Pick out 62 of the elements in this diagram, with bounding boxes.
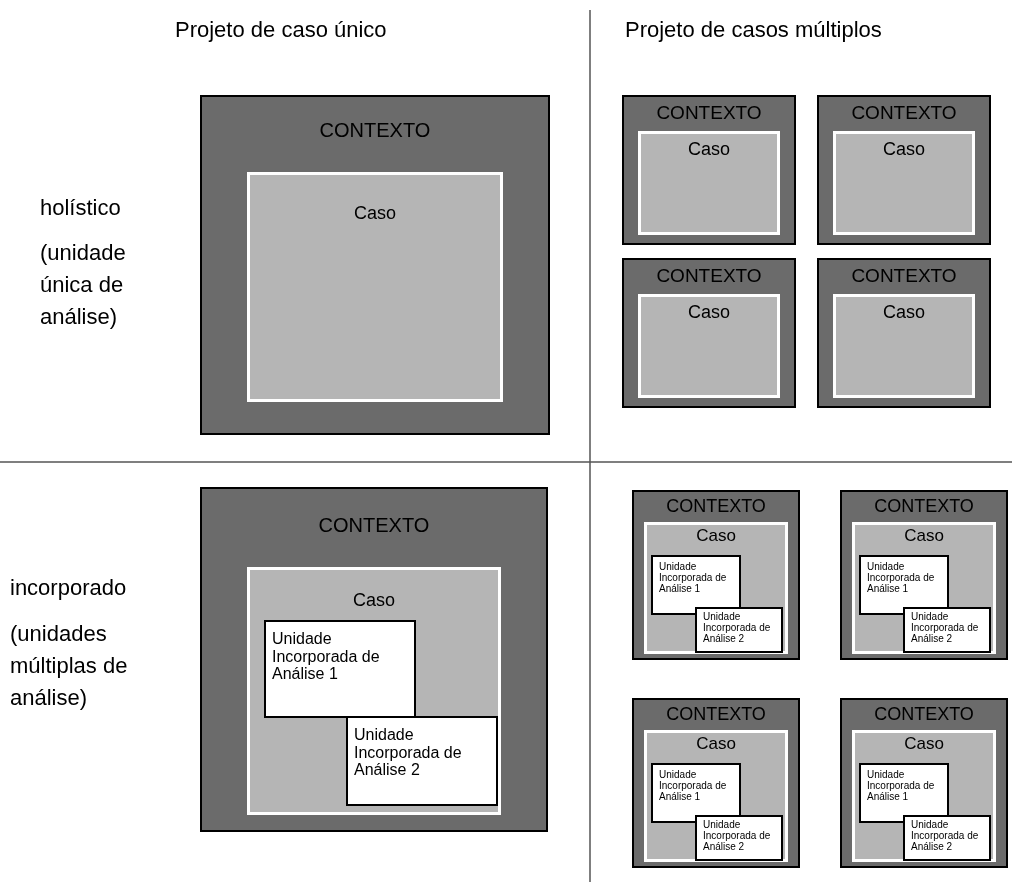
context-panel (622, 258, 796, 408)
row-note: (unidade única de análise) (40, 239, 127, 331)
case-panel (638, 294, 780, 398)
context-panel (200, 487, 548, 832)
case-heading: Caso (903, 734, 945, 754)
unit-box (695, 607, 783, 653)
context-heading: CONTEXTO (665, 496, 767, 517)
context-heading: CONTEXTO (318, 119, 432, 142)
context-panel (200, 95, 550, 435)
unit-box (346, 716, 498, 806)
unit-label: Unidade Incorporada de Análise 1 (867, 769, 936, 802)
case-panel (833, 294, 975, 398)
case-heading: Caso (882, 139, 926, 160)
context-heading: CONTEXTO (317, 514, 431, 537)
case-panel (833, 131, 975, 235)
unit-box (695, 815, 783, 861)
context-heading: CONTEXTO (850, 265, 958, 287)
context-panel (817, 95, 991, 245)
context-panel (840, 698, 1008, 868)
case-heading: Caso (903, 526, 945, 546)
context-panel (840, 490, 1008, 660)
row-heading: holístico (40, 194, 122, 222)
context-panel (632, 698, 800, 868)
row-heading: incorporado (10, 574, 128, 602)
context-panel (622, 95, 796, 245)
context-panel (817, 258, 991, 408)
unit-label: Unidade Incorporada de Análise 1 (659, 769, 728, 802)
case-heading: Caso (695, 734, 737, 754)
case-panel (644, 522, 788, 654)
unit-box (264, 620, 416, 718)
unit-label: Unidade Incorporada de Análise 2 (703, 611, 772, 644)
case-panel (644, 730, 788, 862)
case-panel (247, 172, 503, 402)
case-panel (247, 567, 501, 815)
unit-box (903, 815, 991, 861)
unit-label: Unidade Incorporada de Análise 2 (703, 819, 772, 852)
row-note: (unidades múltiplas de análise) (10, 620, 129, 712)
context-heading: CONTEXTO (873, 496, 975, 517)
unit-label: Unidade Incorporada de Análise 2 (911, 611, 980, 644)
context-heading: CONTEXTO (665, 704, 767, 725)
case-panel (852, 522, 996, 654)
context-heading: CONTEXTO (655, 102, 763, 124)
column-heading: Projeto de caso único (175, 16, 388, 44)
unit-label: Unidade Incorporada de Análise 1 (659, 561, 728, 594)
case-heading: Caso (687, 302, 731, 323)
context-panel (632, 490, 800, 660)
context-heading: CONTEXTO (850, 102, 958, 124)
unit-label: Unidade Incorporada de Análise 1 (272, 630, 381, 683)
context-heading: CONTEXTO (655, 265, 763, 287)
case-heading: Caso (352, 590, 396, 611)
case-heading: Caso (687, 139, 731, 160)
case-panel (852, 730, 996, 862)
unit-label: Unidade Incorporada de Análise 2 (911, 819, 980, 852)
unit-label: Unidade Incorporada de Análise 2 (354, 726, 463, 779)
case-panel (638, 131, 780, 235)
case-heading: Caso (353, 203, 397, 224)
case-heading: Caso (695, 526, 737, 546)
context-heading: CONTEXTO (873, 704, 975, 725)
column-heading: Projeto de casos múltiplos (625, 16, 883, 44)
case-heading: Caso (882, 302, 926, 323)
unit-label: Unidade Incorporada de Análise 1 (867, 561, 936, 594)
unit-box (903, 607, 991, 653)
